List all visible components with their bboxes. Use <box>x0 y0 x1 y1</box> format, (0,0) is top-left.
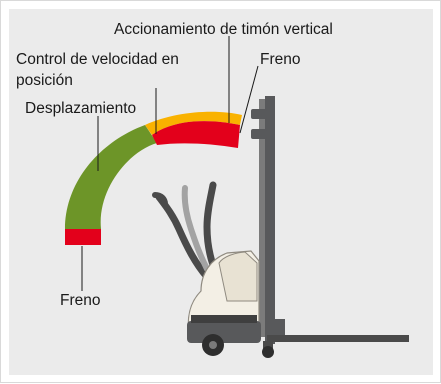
wheel-rear-hub <box>209 341 217 349</box>
fork-carriage <box>267 319 285 337</box>
arc-travel-zone <box>65 125 157 229</box>
truck-hood <box>218 251 258 302</box>
forklift-truck-icon <box>152 96 409 358</box>
label-brake-bottom: Freno <box>60 292 101 309</box>
label-speed-control-line2: posición <box>16 72 73 89</box>
arc-steering-zone <box>145 111 242 135</box>
tiller-handle-icon <box>152 181 217 281</box>
leader-lines <box>81 36 259 291</box>
mast-front <box>265 96 275 344</box>
arc-brake-bottom-zone <box>65 229 101 245</box>
fork <box>267 335 409 342</box>
truck-platform <box>191 315 257 323</box>
mast-bracket-2 <box>251 129 267 139</box>
label-steering-vertical: Accionamiento de timón vertical <box>114 21 333 38</box>
wheel-front <box>262 346 274 358</box>
speed-arc <box>65 111 242 245</box>
mast-bracket-1 <box>251 109 267 119</box>
label-speed-control-line1: Control de velocidad en <box>16 51 179 68</box>
label-brake-top: Freno <box>260 51 301 68</box>
mast-rear <box>259 99 268 337</box>
leader-brake-top <box>239 65 259 134</box>
label-travel: Desplazamiento <box>25 100 137 117</box>
truck-base <box>187 321 261 343</box>
arc-brake-top-zone <box>152 121 240 148</box>
